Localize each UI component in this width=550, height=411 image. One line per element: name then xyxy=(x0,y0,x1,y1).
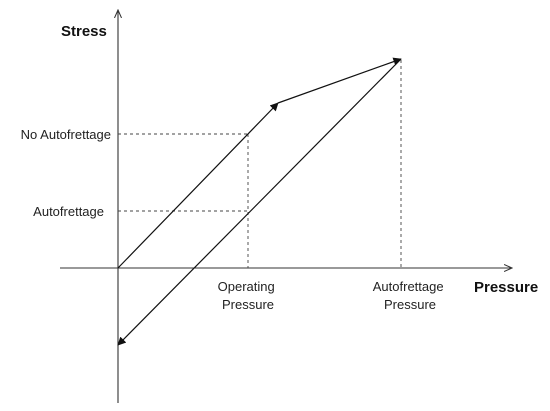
operating-pressure-line-1: Operating xyxy=(218,279,275,294)
autofrettage-pressure-label: Autofrettage Pressure xyxy=(373,279,447,312)
loading-plastic-segment xyxy=(277,57,402,104)
autofrettage-pressure-line-1: Autofrettage xyxy=(373,279,444,294)
operating-pressure-label: Operating Pressure xyxy=(218,279,279,312)
operating-pressure-line-2: Pressure xyxy=(222,297,274,312)
y-axis-title: Stress xyxy=(61,23,107,40)
x-axis-title: Pressure xyxy=(474,279,538,296)
loading-elastic-segment xyxy=(117,102,279,269)
no-autofrettage-label: No Autofrettage xyxy=(21,127,111,142)
unloading-segment xyxy=(117,58,402,346)
autofrettage-stress-label: Autofrettage xyxy=(33,204,104,219)
autofrettage-pressure-line-2: Pressure xyxy=(384,297,436,312)
